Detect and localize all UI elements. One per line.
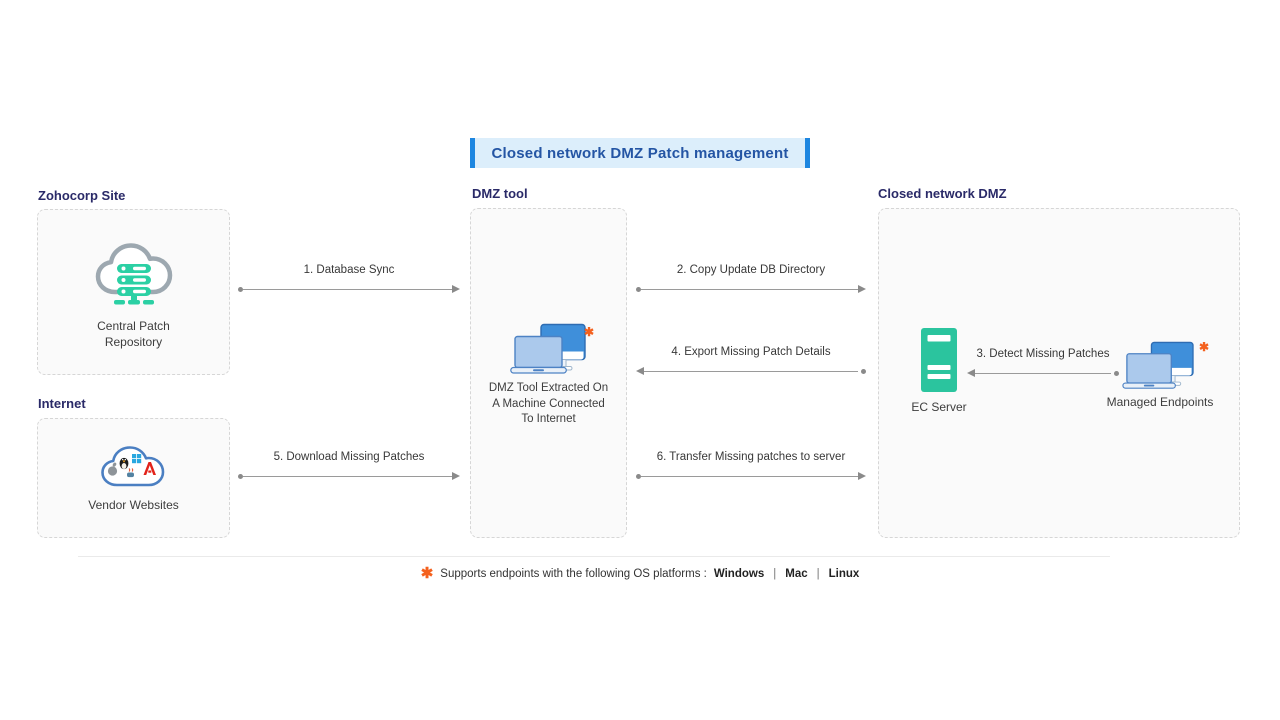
flow-detect-missing-patches: 3. Detect Missing Patches: [967, 347, 1119, 378]
arrow-left-icon: [636, 367, 866, 376]
zohocorp-site-box: Central Patch Repository: [37, 209, 230, 375]
platform-mac: Mac: [785, 567, 808, 580]
arrow-origin-dot: [861, 369, 866, 374]
title-banner: Closed network DMZ Patch management: [470, 138, 810, 168]
platform-linux: Linux: [828, 567, 860, 580]
apple-logo-glyph: [107, 462, 117, 476]
platform-windows: Windows: [713, 567, 765, 580]
arrow-line: [972, 373, 1111, 374]
laptop-glyph: [509, 335, 567, 374]
vendor-cloud-icon: [100, 446, 164, 487]
section-title-dmz-tool: DMZ tool: [472, 186, 528, 201]
arrow-label: 4. Export Missing Patch Details: [671, 346, 831, 358]
arrow-right-icon: [636, 472, 866, 481]
cloud-server-icon: [95, 243, 172, 305]
java-logo-glyph: [126, 468, 134, 478]
arrow-origin-dot: [636, 474, 641, 479]
arrow-origin-dot: [1114, 371, 1119, 376]
arrow-head: [452, 472, 460, 480]
asterisk-icon: ✱: [1199, 340, 1210, 354]
dmz-label-line-1: DMZ Tool Extracted On: [488, 382, 609, 394]
ec-server-label: EC Server: [911, 400, 967, 414]
laptop-monitor-icon: [509, 323, 586, 374]
section-title-zohocorp: Zohocorp Site: [38, 188, 126, 203]
arrow-line: [243, 289, 452, 290]
banner-left-bar: [470, 138, 475, 168]
asterisk-icon: ✱: [584, 325, 595, 339]
arrow-head: [858, 472, 866, 480]
linux-tux-glyph: [119, 457, 128, 470]
arrow-head: [967, 369, 975, 377]
arrow-origin-dot: [636, 287, 641, 292]
dmz-tool-box: ✱ DMZ Tool Extracted On A Machine Connec…: [470, 208, 627, 538]
arrow-line: [243, 476, 452, 477]
closed-network-dmz-box: EC Server ✱ Managed Endpoints 3. Detect …: [878, 208, 1240, 538]
laptop-glyph: [1122, 353, 1176, 389]
flow-database-sync: 1. Database Sync: [238, 263, 460, 294]
internet-box: Vendor Websites: [37, 418, 230, 538]
arrow-label: 3. Detect Missing Patches: [976, 348, 1110, 360]
server-stack-glyph: [113, 264, 154, 305]
adobe-logo-glyph: [143, 462, 156, 475]
arrow-origin-dot: [238, 474, 243, 479]
platform-separator: |: [816, 567, 820, 580]
section-title-closed-dmz: Closed network DMZ: [878, 186, 1007, 201]
footnote-text: Supports endpoints with the following OS…: [440, 567, 707, 580]
section-title-internet: Internet: [38, 396, 86, 411]
arrow-head: [858, 285, 866, 293]
arrow-right-icon: [238, 472, 460, 481]
flow-export-missing-patch: 4. Export Missing Patch Details: [636, 345, 866, 376]
central-patch-repository-label: Central Patch Repository: [97, 319, 170, 350]
platform-separator: |: [773, 567, 777, 580]
arrow-label: 6. Transfer Missing patches to server: [656, 451, 846, 463]
arrow-right-icon: [636, 285, 866, 294]
dmz-tool-machine-label: DMZ Tool Extracted On A Machine Connecte…: [474, 381, 624, 428]
footnote: ✱ Supports endpoints with the following …: [421, 566, 860, 581]
windows-logo-glyph: [131, 454, 141, 464]
flow-copy-update-db: 2. Copy Update DB Directory: [636, 263, 866, 294]
arrow-left-icon: [967, 369, 1119, 378]
arrow-right-icon: [238, 285, 460, 294]
arrow-label: 1. Database Sync: [303, 264, 395, 276]
footer-divider: [78, 556, 1110, 557]
arrow-line: [641, 289, 858, 290]
arrow-line: [641, 476, 858, 477]
banner-right-bar: [805, 138, 810, 168]
server-tower-icon: [921, 328, 957, 392]
asterisk-icon: ✱: [420, 565, 434, 582]
arrow-head: [452, 285, 460, 293]
flow-transfer-missing-patches: 6. Transfer Missing patches to server: [636, 450, 866, 481]
managed-endpoints-label: Managed Endpoints: [1106, 395, 1214, 409]
laptop-monitor-icon: [1122, 341, 1194, 389]
arrow-label: 2. Copy Update DB Directory: [676, 264, 826, 276]
vendor-websites-label: Vendor Websites: [88, 498, 179, 512]
dmz-label-line-2: A Machine Connected: [492, 397, 605, 410]
flow-download-missing-patches: 5. Download Missing Patches: [238, 450, 460, 481]
arrow-line: [641, 371, 858, 372]
arrow-head: [636, 367, 644, 375]
arrow-label: 5. Download Missing Patches: [273, 451, 425, 463]
diagram-title: Closed network DMZ Patch management: [491, 144, 789, 162]
arrow-origin-dot: [238, 287, 243, 292]
dmz-label-line-3: To Internet: [521, 413, 576, 426]
